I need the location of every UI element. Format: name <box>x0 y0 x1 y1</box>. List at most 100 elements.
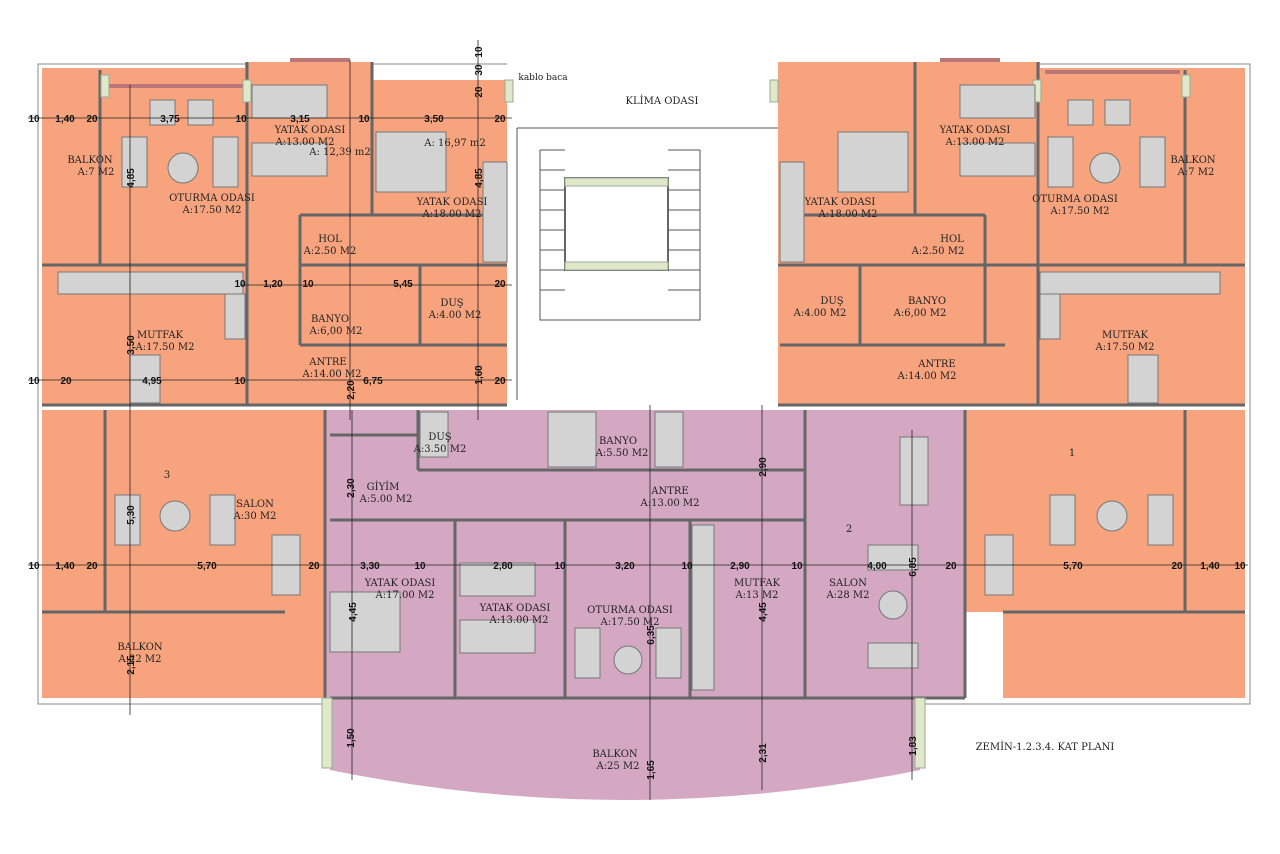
room-area: A:22 M2 <box>117 654 161 665</box>
room-name: BANYO <box>908 296 946 307</box>
dimension: 10 <box>414 561 426 572</box>
dimension: 20 <box>86 561 98 572</box>
dimension-labels-mid: 10 20 4,95 10 6,75 20 10 1,20 10 5,45 20 <box>28 279 506 387</box>
room-name: ANTRE <box>917 359 955 370</box>
dimension: 4,95 <box>142 376 162 387</box>
dimension: 10 <box>234 376 246 387</box>
room-name: BANYO <box>311 314 349 325</box>
klima-room-label: KLİMA ODASI <box>626 95 699 107</box>
core-labels: KLİMA ODASI kablo baca ZEMİN-1.2.3.4. KA… <box>164 73 1115 753</box>
dimension: 1,40 <box>55 114 75 125</box>
dimension: 6,85 <box>908 557 919 577</box>
room-name: BALKON <box>592 749 638 760</box>
dimension: 10 <box>681 561 693 572</box>
dimension-labels-bottom: 10 1,40 20 5,70 20 3,30 10 2,80 10 3,20 … <box>28 561 1246 572</box>
room-area: A:6,00 M2 <box>309 326 363 337</box>
dimension-lines <box>28 40 1248 800</box>
dimension: 10 <box>554 561 566 572</box>
room-name: GİYİM <box>367 481 400 493</box>
room-name: DUŞ <box>440 298 463 309</box>
dimension: 6,35 <box>646 625 657 645</box>
room-name: DUŞ <box>820 296 843 307</box>
room-name: DUŞ <box>428 432 451 443</box>
windows <box>100 58 1191 769</box>
room-area: A:3.50 M2 <box>413 444 467 455</box>
dimension: 5,70 <box>1063 561 1083 572</box>
room-name: OTURMA ODASI <box>169 193 255 204</box>
room-area: A:13.00 M2 <box>640 498 700 509</box>
room-area-alt: A: 12,39 m2 <box>308 147 370 158</box>
room-area-alt: A: 16,97 m2 <box>423 138 485 149</box>
apartment-number: 1 <box>1069 448 1075 459</box>
dimension: 2,90 <box>758 457 769 477</box>
dimension: 10 <box>28 561 40 572</box>
room-area: A:17.50 M2 <box>600 617 660 628</box>
room-area: A:25 M2 <box>595 761 639 772</box>
room-name: HOL <box>318 234 342 245</box>
dimension: 4,85 <box>126 168 137 188</box>
room-name: SALON <box>829 578 867 589</box>
room-area: A:6,00 M2 <box>893 308 947 319</box>
room-name: MUTFAK <box>137 330 184 341</box>
dimension: 1,40 <box>1200 561 1220 572</box>
room-area: A:4.00 M2 <box>428 310 482 321</box>
dimension: 1,83 <box>908 736 919 756</box>
dimension: 4,85 <box>474 168 485 188</box>
room-area: A:17.50 M2 <box>1050 206 1110 217</box>
dimension: 20 <box>494 376 506 387</box>
dimension: 4,00 <box>867 561 887 572</box>
dimension: 5,45 <box>393 279 413 290</box>
room-area: A:5.00 M2 <box>359 494 413 505</box>
hatch <box>564 261 669 271</box>
room-name: YATAK ODASI <box>939 125 1011 136</box>
room-name: BALKON <box>67 155 113 166</box>
dimension: 4,45 <box>348 602 359 622</box>
room-name: BANYO <box>599 436 637 447</box>
room-area: A:17.00 M2 <box>375 590 435 601</box>
room-name: SALON <box>236 499 274 510</box>
room-name: YATAK ODASI <box>479 603 551 614</box>
dimension: 2,15 <box>126 655 137 675</box>
dimension: 20 <box>945 561 957 572</box>
dimension: 20 <box>494 114 506 125</box>
dimension: 1,50 <box>346 728 357 748</box>
room-area: A:2.50 M2 <box>303 246 357 257</box>
room-name: MUTFAK <box>1102 330 1149 341</box>
room-area: A:13.00 M2 <box>945 137 1005 148</box>
dimension: 10 <box>234 279 246 290</box>
dimension: 6,75 <box>363 376 383 387</box>
room-area: A:7 M2 <box>77 167 115 178</box>
dimension: 10 <box>791 561 803 572</box>
room-area: A:18.00 M2 <box>818 209 878 220</box>
room-name: BALKON <box>1170 155 1216 166</box>
room-area: A:2.50 M2 <box>911 246 965 257</box>
room-area: A:13.00 M2 <box>489 615 549 626</box>
plan-title: ZEMİN-1.2.3.4. KAT PLANI <box>976 741 1115 753</box>
dimension: 3,50 <box>126 335 137 355</box>
dimension: 2,30 <box>346 478 357 498</box>
dimension: 10 <box>302 279 314 290</box>
elevator-shaft <box>564 177 669 271</box>
dimension: 10 <box>28 114 40 125</box>
room-name: YATAK ODASI <box>416 197 488 208</box>
dimension: 10 <box>474 46 485 58</box>
room-area: A:17.50 M2 <box>135 342 195 353</box>
room-name: OTURMA ODASI <box>1032 194 1118 205</box>
room-area: A:14.00 M2 <box>302 369 362 380</box>
dimension: 3,20 <box>615 561 635 572</box>
dimension: 1,40 <box>55 561 75 572</box>
dimension: 20 <box>1171 561 1183 572</box>
dimension: 20 <box>494 279 506 290</box>
dimension: 20 <box>308 561 320 572</box>
dimension: 3,15 <box>290 114 310 125</box>
room-name: ANTRE <box>650 486 688 497</box>
dimension-labels-top: 10 1,40 20 3,75 10 3,15 10 3,50 20 <box>28 114 506 125</box>
room-area: A:7 M2 <box>1177 167 1215 178</box>
dimension: 2,31 <box>758 743 769 763</box>
hatch <box>564 177 669 187</box>
room-name: YATAK ODASI <box>804 197 876 208</box>
room-name: MUTFAK <box>734 578 781 589</box>
room-area: A:28 M2 <box>825 590 869 601</box>
cable-shaft-label: kablo baca <box>518 73 568 83</box>
dimension: 10 <box>1234 561 1246 572</box>
